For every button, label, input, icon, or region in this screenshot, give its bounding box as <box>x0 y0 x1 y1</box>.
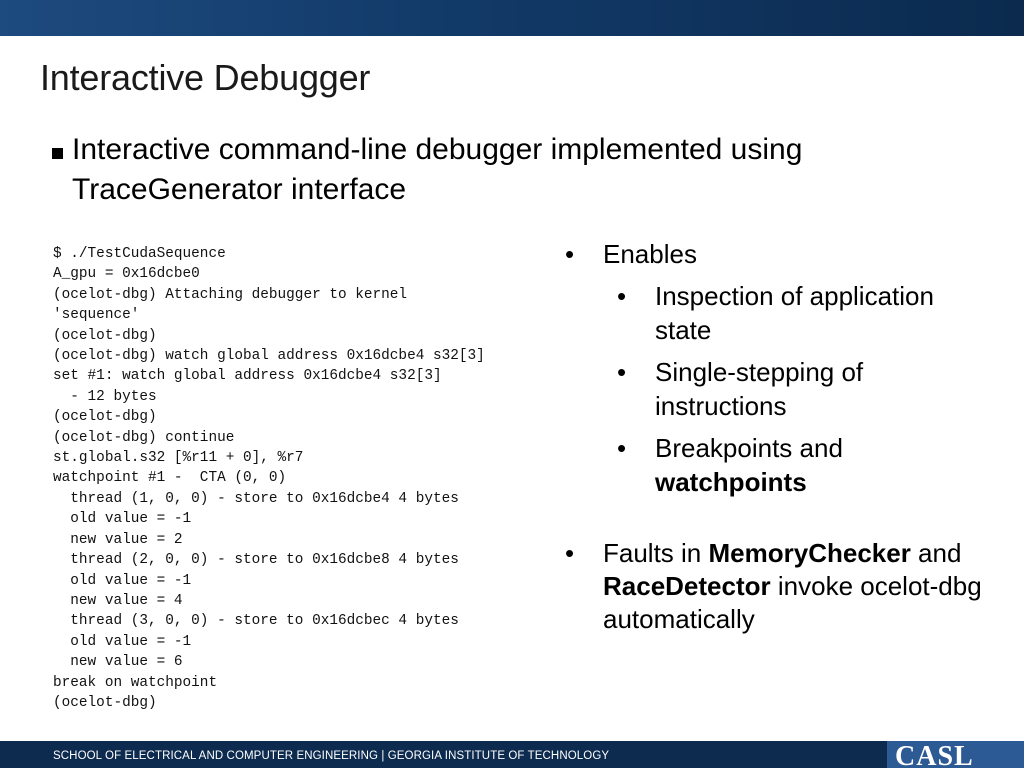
footer-bar <box>0 741 1024 768</box>
code-line: new value = 2 <box>53 531 183 548</box>
bullet-enables: • Enables <box>565 238 1005 271</box>
code-line: thread (3, 0, 0) - store to 0x16dcbec 4 … <box>53 613 459 630</box>
code-line: watchpoint #1 - CTA (0, 0) <box>53 470 287 487</box>
code-line: break on watchpoint <box>53 674 218 691</box>
code-line: $ ./TestCudaSequence <box>53 246 226 262</box>
code-line: thread (1, 0, 0) - store to 0x16dcbe4 4 … <box>53 490 459 507</box>
casl-logo: CASL <box>895 741 974 772</box>
code-line: old value = -1 <box>53 633 192 650</box>
code-line: old value = -1 <box>53 511 192 528</box>
code-line: new value = 6 <box>53 654 183 671</box>
sub-bullet-single-step-text: Single-stepping of instructions <box>655 357 864 421</box>
header-bar <box>0 0 1024 36</box>
slide-title: Interactive Debugger <box>40 57 371 98</box>
code-line: 'sequence' <box>53 307 140 324</box>
bullet-dot-icon: • <box>617 281 627 311</box>
code-line: - 12 bytes <box>53 388 157 405</box>
code-line: (ocelot-dbg) Attaching debugger to kerne… <box>53 286 408 303</box>
code-line: (ocelot-dbg) <box>53 327 157 344</box>
sub-bullet-breakpoints: • Breakpoints and watchpoints <box>565 431 1005 499</box>
code-line: (ocelot-dbg) <box>53 694 157 711</box>
bullet-faults: • Faults in MemoryChecker and RaceDetect… <box>565 537 1005 636</box>
memory-checker-term: MemoryChecker <box>708 538 911 568</box>
breakpoints-prefix: Breakpoints and <box>655 433 843 463</box>
bullet-dot-icon: • <box>565 239 575 269</box>
faults-suffix: invoke ocelot-dbg automatically <box>603 571 982 634</box>
sub-bullet-breakpoints-text: Breakpoints and watchpoints <box>655 431 985 499</box>
bullet-enables-label: Enables <box>603 239 697 269</box>
faults-prefix: Faults in <box>603 538 702 568</box>
debugger-console-listing: $ ./TestCudaSequence A_gpu = 0x16dcbe0 (… <box>53 244 485 713</box>
code-line: new value = 4 <box>53 592 183 609</box>
code-line: thread (2, 0, 0) - store to 0x16dcbe8 4 … <box>53 552 459 569</box>
footer-institution-text: SCHOOL OF ELECTRICAL AND COMPUTER ENGINE… <box>53 750 610 762</box>
code-line: (ocelot-dbg) watch global address 0x16dc… <box>53 348 485 365</box>
watchpoints-term: watchpoints <box>655 467 807 497</box>
code-line: set #1: watch global address 0x16dcbe4 s… <box>53 368 442 385</box>
faults-and: and <box>918 538 962 568</box>
logo-box <box>887 741 1024 768</box>
main-bullet-text: Interactive command-line debugger implem… <box>72 133 803 206</box>
bullet-dot-icon: • <box>617 357 627 387</box>
bullet-dot-icon: • <box>617 433 627 463</box>
bullet-dot-icon: • <box>565 538 575 568</box>
sub-bullet-inspection: • Inspection of application state <box>565 279 1005 347</box>
code-line: st.global.s32 [%r11 + 0], %r7 <box>53 450 304 467</box>
code-line: A_gpu = 0x16dcbe0 <box>53 266 200 283</box>
square-bullet-icon <box>52 148 63 159</box>
code-line: (ocelot-dbg) <box>53 409 157 426</box>
sub-bullet-inspection-text: Inspection of application state <box>655 281 934 345</box>
main-bullet: Interactive command-line debugger implem… <box>52 130 952 210</box>
feature-bullets: • Enables • Inspection of application st… <box>565 238 1005 636</box>
code-line: (ocelot-dbg) continue <box>53 429 235 446</box>
race-detector-term: RaceDetector <box>603 571 771 601</box>
sub-bullet-single-step: • Single-stepping of instructions <box>565 355 1005 423</box>
code-line: old value = -1 <box>53 572 192 589</box>
bullet-faults-text: Faults in MemoryChecker and RaceDetector… <box>603 537 1003 636</box>
